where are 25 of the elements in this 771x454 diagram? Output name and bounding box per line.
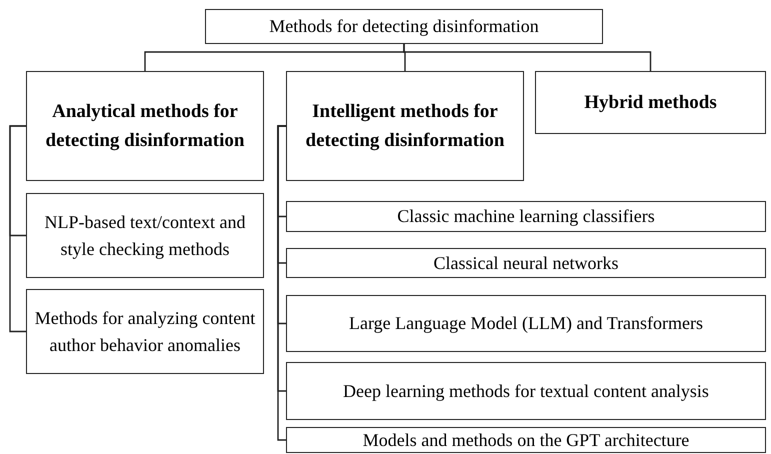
box-label: Classical neural networks xyxy=(434,252,618,274)
box-label: Methods for analyzing content author behavior anomalies xyxy=(34,306,256,356)
box-label: Deep learning methods for textual content analysis xyxy=(343,380,709,403)
connector-line xyxy=(9,125,26,332)
method-box xyxy=(286,362,766,420)
box-label: Classic machine learning classifiers xyxy=(397,205,655,228)
method-box xyxy=(286,201,766,232)
box-label: Hybrid methods xyxy=(584,91,717,115)
method-box xyxy=(205,9,603,44)
connector-line xyxy=(277,125,286,441)
connector-line xyxy=(403,44,652,71)
box-label: Analytical methods for detecting disinformation xyxy=(44,100,246,153)
box-label: NLP-based text/context and style checking methods xyxy=(44,210,246,261)
method-box xyxy=(286,248,766,278)
method-box xyxy=(286,295,766,352)
box-label: Intelligent methods for detecting disinformation xyxy=(304,100,506,153)
method-box xyxy=(26,193,264,278)
method-box xyxy=(26,289,264,374)
box-label: Large Language Model (LLM) and Transformers xyxy=(348,312,704,335)
method-box xyxy=(286,71,524,181)
box-label: Models and methods on the GPT architecture xyxy=(362,428,690,452)
method-box xyxy=(286,427,766,453)
method-box xyxy=(26,71,264,181)
box-label: Methods for detecting disinformation xyxy=(269,15,539,38)
method-box xyxy=(535,71,766,134)
